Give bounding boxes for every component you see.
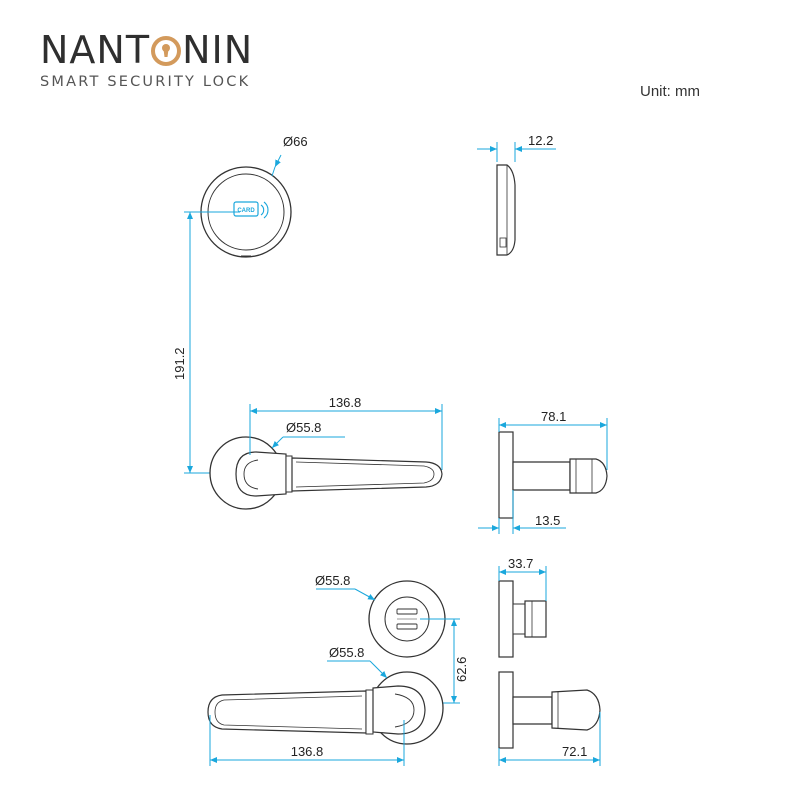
- brand-name-right: NIN: [182, 28, 254, 72]
- brand-logo: NANT NIN SMART SECURITY LOCK: [40, 30, 253, 90]
- thumbturn-front-view: [368, 580, 446, 658]
- dim-thumbturn-to-lever-label: 62.6: [454, 657, 469, 682]
- dim-lever-projection-bottom-label: 72.1: [562, 744, 587, 759]
- lever-front-view-top: [209, 436, 443, 510]
- dim-lever-projection-top: 78.1: [498, 409, 608, 470]
- dim-rose-diameter-bottom-label: Ø55.8: [329, 645, 364, 660]
- dim-thumbturn-projection: 33.7: [498, 556, 547, 601]
- thumbturn-side-view: [498, 580, 547, 658]
- dim-rose-thickness-top-label: 13.5: [535, 513, 560, 528]
- dim-lever-length-top-label: 136.8: [329, 395, 362, 410]
- dim-thumbturn-projection-label: 33.7: [508, 556, 533, 571]
- brand-name-left: NANT: [40, 28, 151, 72]
- dim-lever-length-bottom: 136.8: [209, 715, 405, 766]
- unit-label: Unit: mm: [640, 83, 700, 100]
- card-icon: CARD: [233, 201, 269, 219]
- keyhole-o-icon: [151, 34, 182, 66]
- dim-lever-projection-top-label: 78.1: [541, 409, 566, 424]
- dim-lever-projection-bottom: 72.1: [498, 712, 601, 766]
- dim-reader-to-lever-label: 191.2: [172, 347, 187, 380]
- lever-side-view-bottom: [498, 671, 601, 749]
- dim-reader-thickness: 12.2: [477, 133, 556, 162]
- card-reader-side-view: [496, 164, 516, 256]
- lever-side-view-top: [498, 431, 608, 519]
- card-label: CARD: [237, 208, 255, 214]
- dim-rose-thickness-top: 13.5: [478, 490, 566, 534]
- dim-rose-diameter-bottom: Ø55.8: [327, 645, 388, 679]
- dim-reader-diameter-label: Ø66: [283, 134, 308, 149]
- dim-lever-length-top: 136.8: [249, 395, 443, 470]
- dim-lever-length-bottom-label: 136.8: [291, 744, 324, 759]
- card-reader-front-view: CARD: [200, 166, 292, 258]
- dim-thumbturn-rose-diameter: Ø55.8: [315, 573, 376, 601]
- brand-tagline: SMART SECURITY LOCK: [40, 74, 251, 90]
- dim-thumbturn-rose-diameter-label: Ø55.8: [315, 573, 350, 588]
- brand-name: NANT NIN: [40, 30, 253, 70]
- dim-reader-thickness-label: 12.2: [528, 133, 553, 148]
- dim-rose-diameter-top-label: Ø55.8: [286, 420, 321, 435]
- dim-reader-diameter: Ø66: [271, 134, 308, 177]
- dim-rose-diameter-top: Ø55.8: [271, 420, 345, 449]
- lever-front-view-bottom: [207, 671, 444, 745]
